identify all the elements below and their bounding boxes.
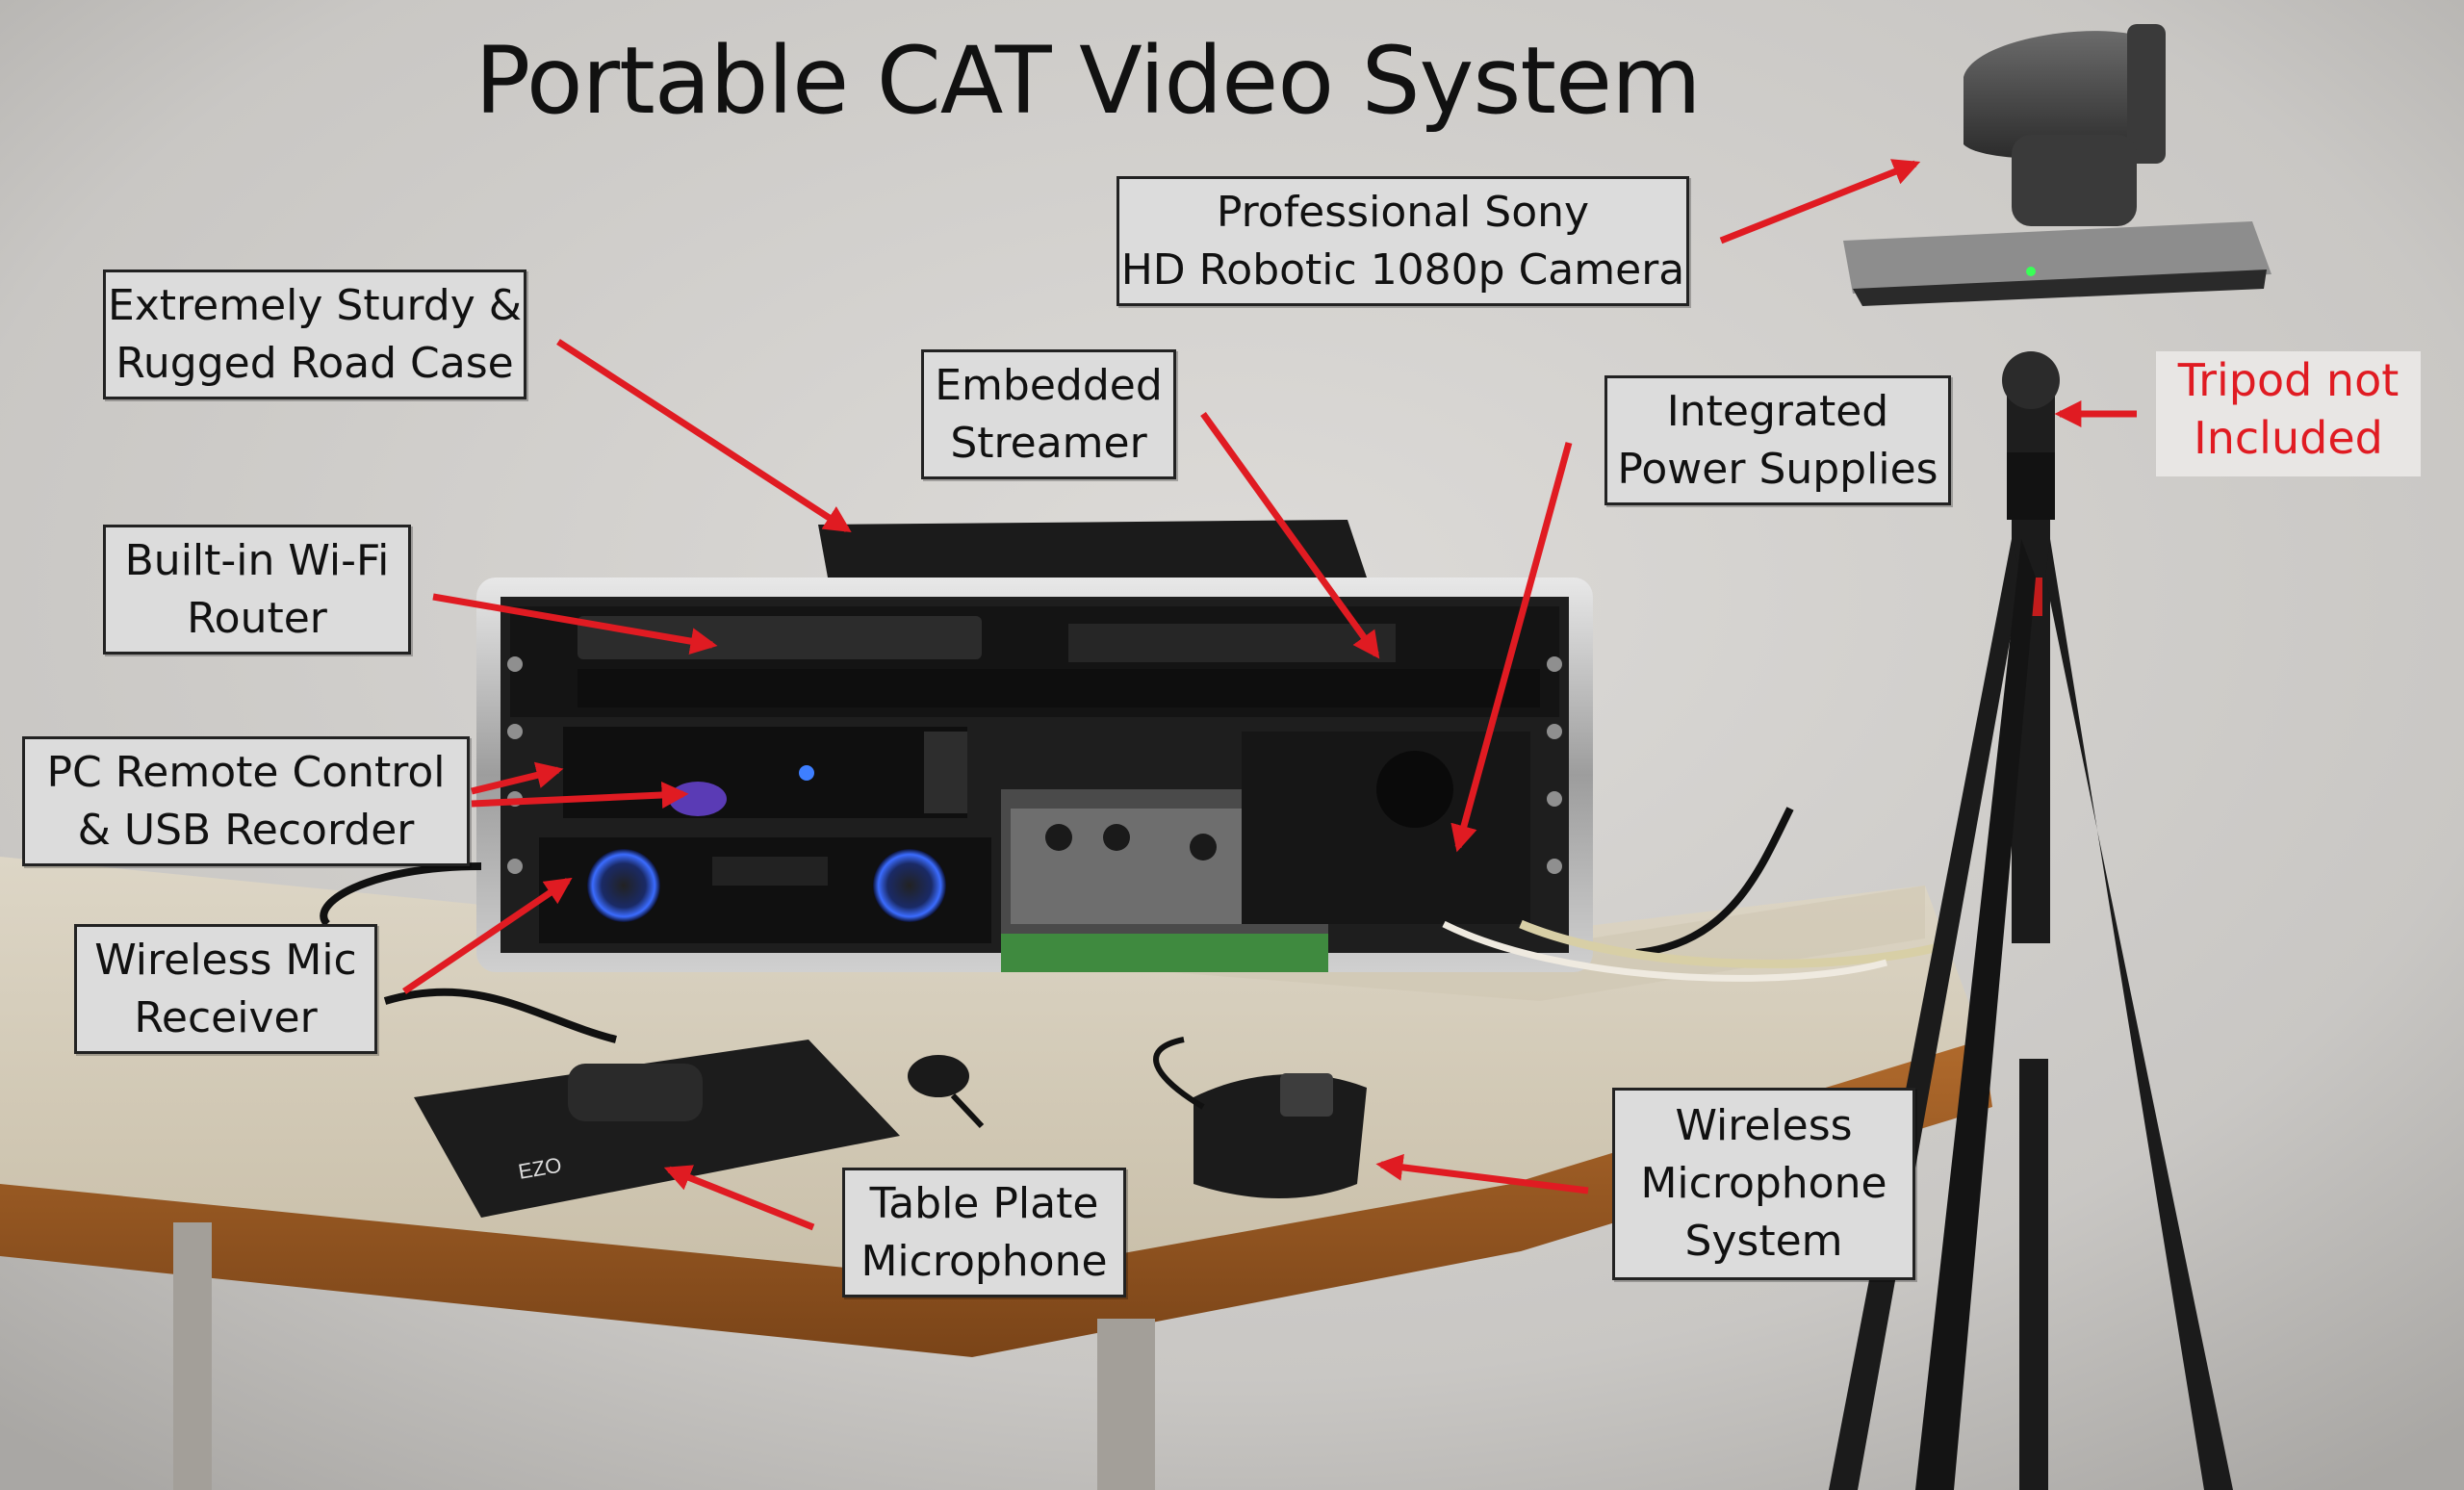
- label-wireless-mic: Wireless Microphone System: [1612, 1088, 1915, 1280]
- label-wireless-mic-line-2: Microphone: [1640, 1159, 1887, 1208]
- label-wireless-mic-line-3: System: [1684, 1217, 1843, 1266]
- label-power-line-1: Integrated: [1666, 386, 1889, 436]
- wireless-bodypack: [1153, 1037, 1367, 1198]
- label-tripod: Tripod not Included: [2156, 351, 2421, 476]
- label-camera-line-1: Professional Sony: [1216, 187, 1590, 237]
- label-wireless-mic-line-1: Wireless: [1675, 1101, 1853, 1150]
- label-wifi-line-2: Router: [187, 593, 327, 643]
- label-wifi: Built-in Wi-Fi Router: [103, 525, 411, 655]
- label-table-mic-line-1: Table Plate: [869, 1178, 1099, 1228]
- label-pc: PC Remote Control & USB Recorder: [22, 736, 470, 866]
- callout-arrows: [402, 159, 2137, 1231]
- label-pc-line-2: & USB Recorder: [77, 805, 415, 855]
- label-road-case-line-2: Rugged Road Case: [116, 338, 514, 388]
- table-plate-microphone: EZO: [414, 1040, 900, 1218]
- label-mic-receiver: Wireless Mic Receiver: [74, 924, 377, 1054]
- label-streamer: Embedded Streamer: [921, 349, 1176, 479]
- label-power: Integrated Power Supplies: [1604, 375, 1951, 505]
- label-mic-receiver-line-2: Receiver: [134, 992, 318, 1042]
- label-camera: Professional Sony HD Robotic 1080p Camer…: [1116, 176, 1689, 306]
- label-road-case: Extremely Sturdy & Rugged Road Case: [103, 270, 526, 399]
- label-tripod-line-1: Tripod not: [2177, 354, 2400, 406]
- cables: [320, 807, 1936, 1043]
- label-table-mic-line-2: Microphone: [860, 1236, 1108, 1286]
- label-streamer-line-1: Embedded: [935, 360, 1163, 410]
- road-case: [476, 520, 1593, 972]
- page-title: Portable CAT Video System: [475, 27, 1701, 135]
- label-mic-receiver-line-1: Wireless Mic: [94, 935, 357, 985]
- robotic-camera: [1843, 24, 2272, 306]
- label-wifi-line-1: Built-in Wi-Fi: [124, 535, 390, 585]
- label-tripod-line-2: Included: [2194, 412, 2383, 464]
- label-table-mic: Table Plate Microphone: [842, 1168, 1126, 1297]
- label-camera-line-2: HD Robotic 1080p Camera: [1120, 244, 1685, 295]
- label-pc-line-1: PC Remote Control: [46, 747, 446, 797]
- lavalier-mic: [908, 1055, 985, 1129]
- label-road-case-line-1: Extremely Sturdy &: [107, 280, 523, 330]
- label-streamer-line-2: Streamer: [950, 418, 1147, 468]
- label-power-line-2: Power Supplies: [1617, 444, 1938, 494]
